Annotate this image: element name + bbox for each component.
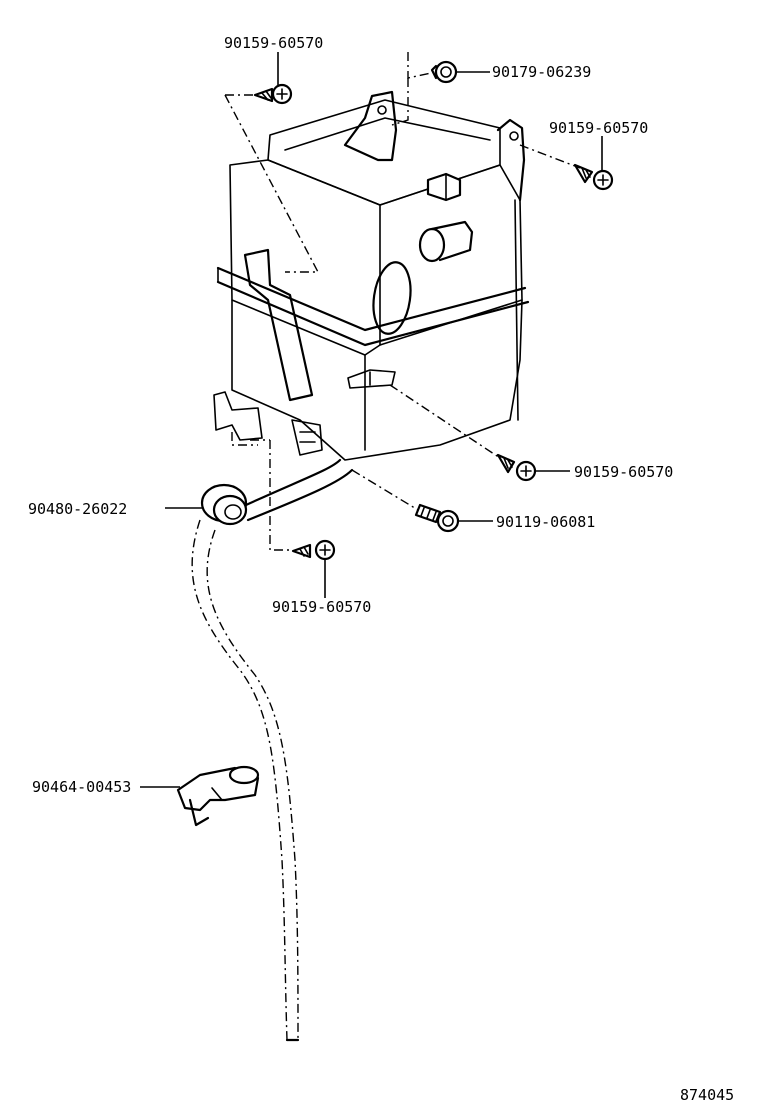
figure-number: 874045: [680, 1086, 734, 1104]
part-label-screw-bottom: 90159-60570: [272, 598, 371, 616]
screw-mid-right-icon: [496, 453, 537, 482]
part-label-hose-clamp: 90464-00453: [32, 778, 131, 796]
screw-bottom-icon: [291, 539, 336, 561]
grommet: [200, 483, 248, 526]
part-label-screw-right: 90159-60570: [549, 119, 648, 137]
screw-right-icon: [573, 163, 614, 191]
mounting-lines: [224, 52, 581, 551]
part-label-bolt-lower-right: 90119-06081: [496, 513, 595, 531]
washer-hose: [191, 458, 354, 1042]
bolt-lower-right-icon: [414, 503, 460, 533]
part-label-bolt-top-right: 90179-06239: [492, 63, 591, 81]
bolt-top-right-icon: [430, 60, 458, 84]
hose-clamp: [176, 765, 260, 827]
part-label-screw-mid-right: 90159-60570: [574, 463, 673, 481]
part-label-screw-top: 90159-60570: [224, 34, 323, 52]
leader-lines: [140, 52, 603, 788]
washer-tank: [213, 90, 530, 461]
part-label-grommet: 90480-26022: [28, 500, 127, 518]
screw-top-icon: [253, 83, 293, 105]
